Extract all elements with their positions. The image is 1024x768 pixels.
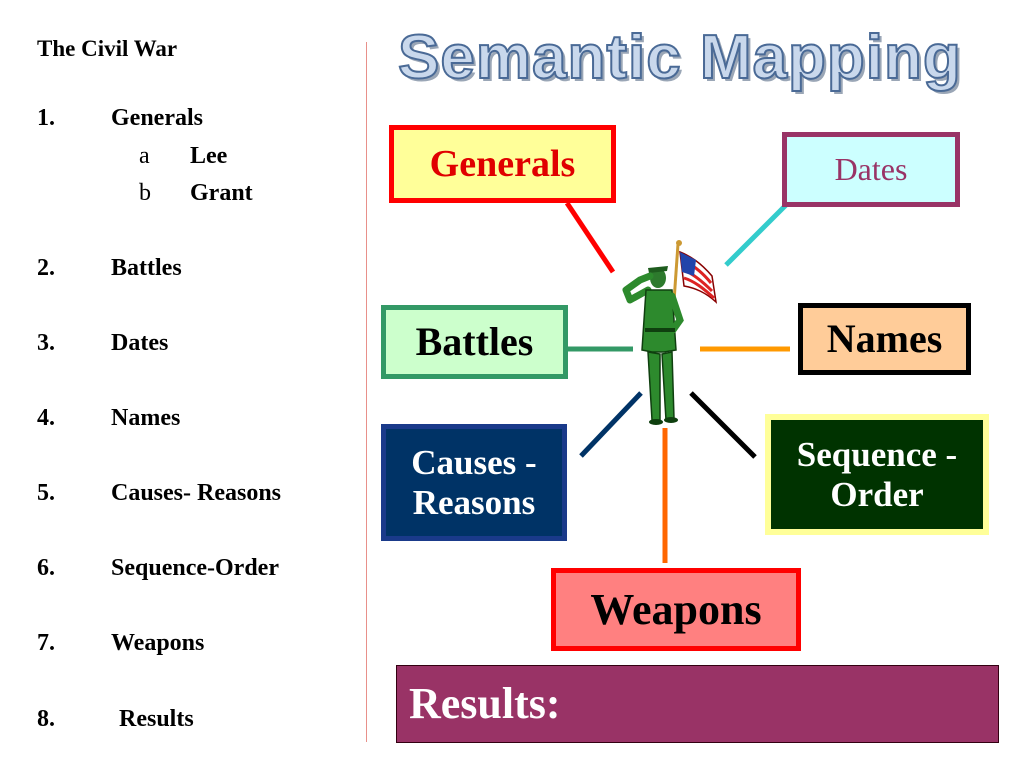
outline-sub-lee: Lee bbox=[190, 143, 228, 169]
outline-num-5: 5. bbox=[37, 480, 55, 506]
outline-item-battles: Battles bbox=[111, 255, 182, 281]
node-generals: Generals bbox=[389, 125, 616, 203]
node-sequence-order: Sequence - Order bbox=[765, 414, 989, 535]
outline-item-dates: Dates bbox=[111, 330, 169, 356]
outline-num-8: 8. bbox=[37, 706, 55, 732]
outline-sub-letter-a: a bbox=[139, 143, 150, 169]
outline-num-6: 6. bbox=[37, 555, 55, 581]
node-battles: Battles bbox=[381, 305, 568, 379]
outline-sub-letter-b: b bbox=[139, 180, 151, 206]
outline-item-generals: Generals bbox=[111, 105, 203, 131]
outline-item-results: Results bbox=[119, 706, 194, 732]
outline-num-2: 2. bbox=[37, 255, 55, 281]
soldier-flag-icon bbox=[622, 240, 718, 425]
node-weapons: Weapons bbox=[551, 568, 801, 651]
outline-num-7: 7. bbox=[37, 630, 55, 656]
connector-causes bbox=[579, 391, 643, 458]
results-bar: Results: bbox=[396, 665, 999, 743]
outline-item-sequence: Sequence-Order bbox=[111, 555, 279, 581]
outline-num-4: 4. bbox=[37, 405, 55, 431]
outline-item-weapons: Weapons bbox=[111, 630, 205, 656]
outline-sub-grant: Grant bbox=[190, 180, 253, 206]
outline-item-causes: Causes- Reasons bbox=[111, 480, 282, 506]
node-names: Names bbox=[798, 303, 971, 375]
node-causes-reasons: Causes - Reasons bbox=[381, 424, 567, 541]
outline-num-1: 1. bbox=[37, 105, 55, 131]
outline-num-3: 3. bbox=[37, 330, 55, 356]
vertical-divider bbox=[366, 42, 367, 742]
connector-generals bbox=[564, 201, 616, 274]
outline-title: The Civil War bbox=[37, 36, 178, 61]
node-dates: Dates bbox=[782, 132, 960, 207]
outline-item-names: Names bbox=[111, 405, 181, 431]
connector-dates bbox=[724, 203, 788, 267]
slide-title: Semantic Mapping bbox=[397, 22, 962, 93]
connector-sequence bbox=[689, 391, 757, 459]
